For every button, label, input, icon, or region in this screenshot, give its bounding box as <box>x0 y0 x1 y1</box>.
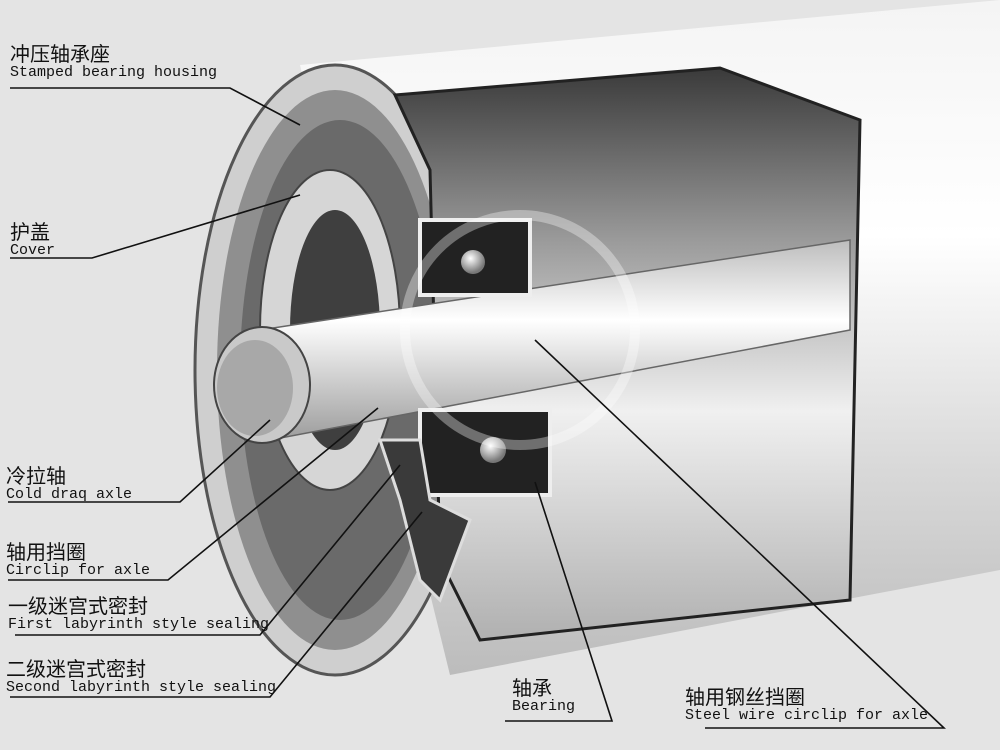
bearing-ball-lower <box>480 437 506 463</box>
label-en: Steel wire circlip for axle <box>685 707 929 724</box>
leader-steel-circlip <box>534 339 947 729</box>
label-stamped-bearing-housing: 冲压轴承座 Stamped bearing housing <box>10 44 217 80</box>
label-en: Circlip for axle <box>6 562 151 579</box>
label-en: Cover <box>10 242 56 259</box>
leader-lines <box>8 87 947 729</box>
leader-housing <box>10 87 301 126</box>
label-second-labyrinth-sealing: 二级迷宫式密封 Second labyrinth style sealing <box>6 659 276 695</box>
leader-circlip <box>8 407 379 581</box>
labyrinth-seal <box>377 438 472 603</box>
label-zh: 二级迷宫式密封 <box>6 657 146 681</box>
leader-axle <box>8 419 271 503</box>
label-en: Stamped bearing housing <box>10 64 218 81</box>
label-first-labyrinth-sealing: 一级迷宫式密封 First labyrinth style sealing <box>8 596 269 632</box>
watermark-globe <box>400 210 640 450</box>
label-bearing: 轴承 Bearing <box>512 678 575 714</box>
label-en: Second labyrinth style sealing <box>6 679 277 696</box>
label-en: First labyrinth style sealing <box>8 616 270 633</box>
label-zh: 轴承 <box>512 676 552 700</box>
label-zh: 轴用挡圈 <box>6 540 86 564</box>
label-cold-drag-axle: 冷拉轴 Cold draq axle <box>6 466 132 502</box>
label-steel-wire-circlip: 轴用钢丝挡圈 Steel wire circlip for axle <box>685 687 928 723</box>
label-en: Bearing <box>512 698 576 715</box>
label-zh: 轴用钢丝挡圈 <box>685 685 805 709</box>
label-zh: 一级迷宫式密封 <box>8 594 148 618</box>
label-zh: 冷拉轴 <box>6 464 66 488</box>
label-zh: 冲压轴承座 <box>10 42 110 66</box>
label-zh: 护盖 <box>10 220 50 244</box>
leader-bearing <box>505 481 614 722</box>
leader-first-seal <box>15 464 401 636</box>
leader-second-seal <box>10 511 423 698</box>
label-circlip-for-axle: 轴用挡圈 Circlip for axle <box>6 542 150 578</box>
bearing-ball-upper <box>461 250 485 274</box>
label-cover: 护盖 Cover <box>10 222 55 258</box>
label-en: Cold draq axle <box>6 486 133 503</box>
leader-cover <box>10 194 301 259</box>
